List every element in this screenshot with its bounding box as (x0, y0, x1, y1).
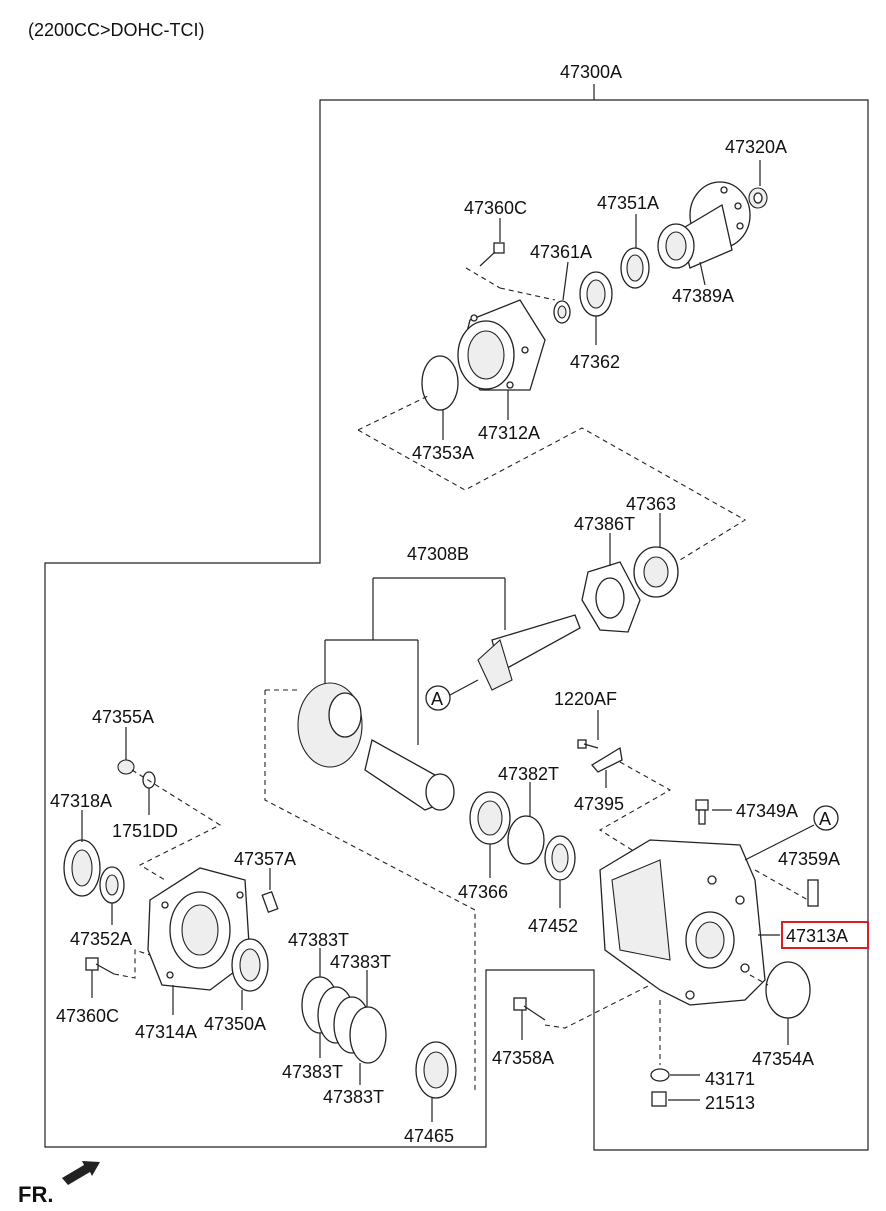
part-47360C-top: 47360C (464, 198, 527, 218)
part-47386T: 47386T (574, 514, 635, 534)
engine-label: (2200CC>DOHC-TCI) (28, 20, 205, 40)
ref-marker-A-left-label: A (431, 689, 443, 709)
bearing-47366 (469, 791, 511, 845)
bolt-1220AF (577, 739, 599, 749)
part-21513: 21513 (705, 1093, 755, 1113)
part-47314A: 47314A (135, 1022, 197, 1042)
dowel-47357A (261, 890, 279, 914)
part-47358A: 47358A (492, 1048, 554, 1068)
rear-cover-47314A (147, 867, 251, 991)
drive-pinion-47308B (477, 614, 581, 691)
snap-ring-47382T (507, 815, 545, 865)
part-47383T-2: 47383T (330, 952, 391, 972)
part-1751DD: 1751DD (112, 821, 178, 841)
part-47382T: 47382T (498, 764, 559, 784)
dowel-47359A (807, 879, 819, 907)
part-47350A: 47350A (204, 1014, 266, 1034)
assembly-boundary (44, 99, 869, 1151)
bolt-47358A (513, 997, 546, 1021)
oil-seal-47318A (63, 839, 101, 897)
seal-47350A (231, 938, 269, 992)
ref-marker-A-right-label: A (819, 809, 831, 829)
part-47313A-highlight (781, 921, 869, 949)
part-47349A: 47349A (736, 801, 798, 821)
part-47366: 47366 (458, 882, 508, 902)
breather-47349A (695, 799, 709, 825)
part-47355A: 47355A (92, 707, 154, 727)
part-47383T-3: 47383T (282, 1062, 343, 1082)
part-47389A: 47389A (672, 286, 734, 306)
ref-marker-A-right (813, 805, 839, 831)
part-47318A: 47318A (50, 791, 112, 811)
o-ring-47354A (765, 961, 811, 1019)
part-47383T-1: 47383T (288, 930, 349, 950)
ref-marker-A-left (425, 685, 451, 711)
bolt-47360C-bottom (85, 957, 115, 975)
companion-flange-47389A (657, 181, 751, 269)
drain-plug-21513 (651, 1091, 667, 1107)
bearing-47362 (579, 271, 613, 317)
ring-gear (297, 682, 363, 768)
part-47308B: 47308B (407, 544, 469, 564)
gasket-47386T (581, 561, 641, 633)
front-direction-label: FR. (18, 1182, 53, 1207)
part-47363: 47363 (626, 494, 676, 514)
part-47362: 47362 (570, 352, 620, 372)
bracket-47395 (591, 746, 623, 773)
part-47320A: 47320A (725, 137, 787, 157)
part-47361A: 47361A (530, 242, 592, 262)
part-47354A: 47354A (752, 1049, 814, 1069)
transfer-case-47313A (599, 839, 766, 1006)
part-47383T-4: 47383T (323, 1087, 384, 1107)
part-47357A: 47357A (234, 849, 296, 869)
bearing-47465 (415, 1041, 457, 1099)
o-ring-47353A (421, 355, 459, 411)
part-47452: 47452 (528, 916, 578, 936)
part-47395: 47395 (574, 794, 624, 814)
nut-47355A (117, 759, 135, 775)
oil-seal-47452 (544, 835, 576, 881)
part-47313A: 47313A (786, 926, 848, 946)
part-47353A: 47353A (412, 443, 474, 463)
nut-47320A (748, 187, 768, 209)
bolt-47360C-top (479, 242, 505, 267)
oil-seal-47351A (620, 247, 650, 289)
part-47312A: 47312A (478, 423, 540, 443)
spacer-47361A (553, 300, 571, 324)
bearing-47363 (633, 546, 679, 598)
assembly-label: 47300A (560, 62, 622, 82)
differential-case (364, 739, 455, 811)
part-43171: 43171 (705, 1069, 755, 1089)
part-47352A: 47352A (70, 929, 132, 949)
front-direction-arrow-icon (62, 1161, 100, 1185)
part-47359A: 47359A (778, 849, 840, 869)
shims-47383T (301, 976, 387, 1064)
part-47465: 47465 (404, 1126, 454, 1146)
part-1220AF: 1220AF (554, 689, 617, 709)
bearing-housing-47312A (457, 299, 546, 391)
seal-47352A (99, 866, 125, 904)
washer-43171 (650, 1068, 670, 1082)
part-47351A: 47351A (597, 193, 659, 213)
part-47360C-bottom: 47360C (56, 1006, 119, 1026)
